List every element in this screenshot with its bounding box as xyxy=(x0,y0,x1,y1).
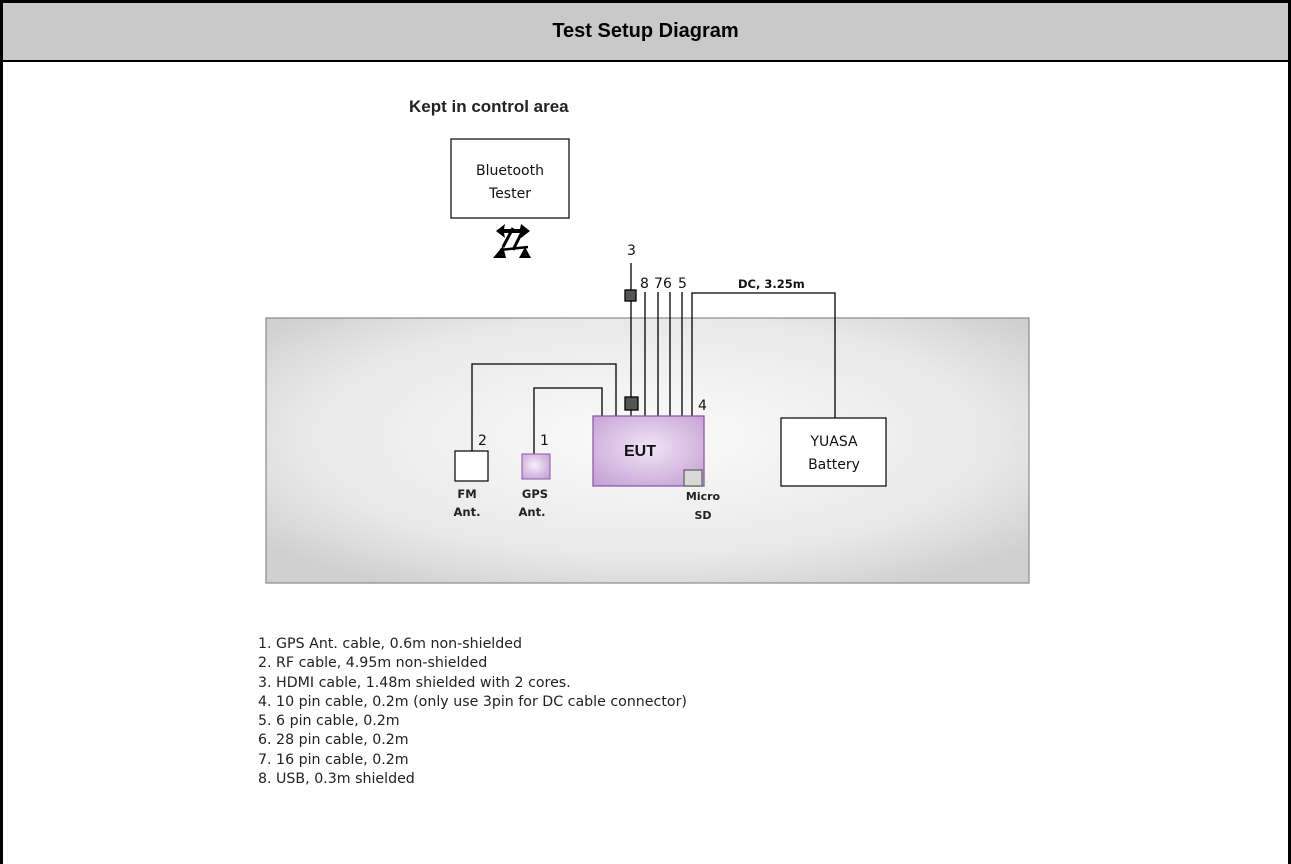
dc-cable-label: DC, 3.25m xyxy=(738,277,805,291)
hdmi-ferrite-inside xyxy=(624,396,639,411)
control-area-label: Kept in control area xyxy=(409,97,569,116)
cable-number-4: 4 xyxy=(698,398,707,414)
battery-label-line2: Battery xyxy=(808,457,860,473)
cable-number-7: 7 xyxy=(654,276,663,292)
gps-antenna-label-line2: Ant. xyxy=(519,505,546,519)
bluetooth-tester-box xyxy=(450,138,570,219)
legend-item: 8. USB, 0.3m shielded xyxy=(258,771,415,788)
fm-antenna-box xyxy=(454,450,489,482)
bluetooth-tester-label-line1: Bluetooth xyxy=(476,163,544,179)
micro-sd-label-line1: Micro xyxy=(686,490,721,503)
battery-box xyxy=(780,417,887,487)
gps-antenna-box xyxy=(521,453,551,480)
battery-label-line1: YUASA xyxy=(809,434,858,450)
wireless-link-icon xyxy=(493,224,531,258)
micro-sd-label-line2: SD xyxy=(694,509,711,522)
legend-item: 5. 6 pin cable, 0.2m xyxy=(258,713,400,730)
page-title: Test Setup Diagram xyxy=(3,3,1288,62)
hdmi-ferrite-outside xyxy=(624,289,637,302)
cables xyxy=(471,263,836,454)
cable-number-6: 6 xyxy=(663,276,672,292)
bluetooth-tester-label-line2: Tester xyxy=(488,186,531,202)
gps-antenna-label-line1: GPS xyxy=(522,487,548,501)
eut-label: EUT xyxy=(624,443,656,460)
legend-item: 4. 10 pin cable, 0.2m (only use 3pin for… xyxy=(258,693,687,710)
cable-number-3: 3 xyxy=(627,243,636,259)
cable-legend: 1. GPS Ant. cable, 0.6m non-shielded 2. … xyxy=(258,635,687,789)
fm-antenna-label-line2: Ant. xyxy=(454,505,481,519)
legend-item: 1. GPS Ant. cable, 0.6m non-shielded xyxy=(258,636,522,652)
cable-number-2: 2 xyxy=(478,433,487,449)
cable-number-5: 5 xyxy=(678,276,687,292)
legend-item: 7. 16 pin cable, 0.2m xyxy=(258,751,409,768)
cable-number-1: 1 xyxy=(540,433,549,449)
micro-sd-slot xyxy=(683,469,703,487)
cable-number-8: 8 xyxy=(640,276,649,292)
legend-item: 6. 28 pin cable, 0.2m xyxy=(258,732,409,749)
legend-item: 3. HDMI cable, 1.48m shielded with 2 cor… xyxy=(258,674,571,691)
fm-antenna-label-line1: FM xyxy=(457,487,476,501)
legend-item: 2. RF cable, 4.95m non-shielded xyxy=(258,655,488,672)
